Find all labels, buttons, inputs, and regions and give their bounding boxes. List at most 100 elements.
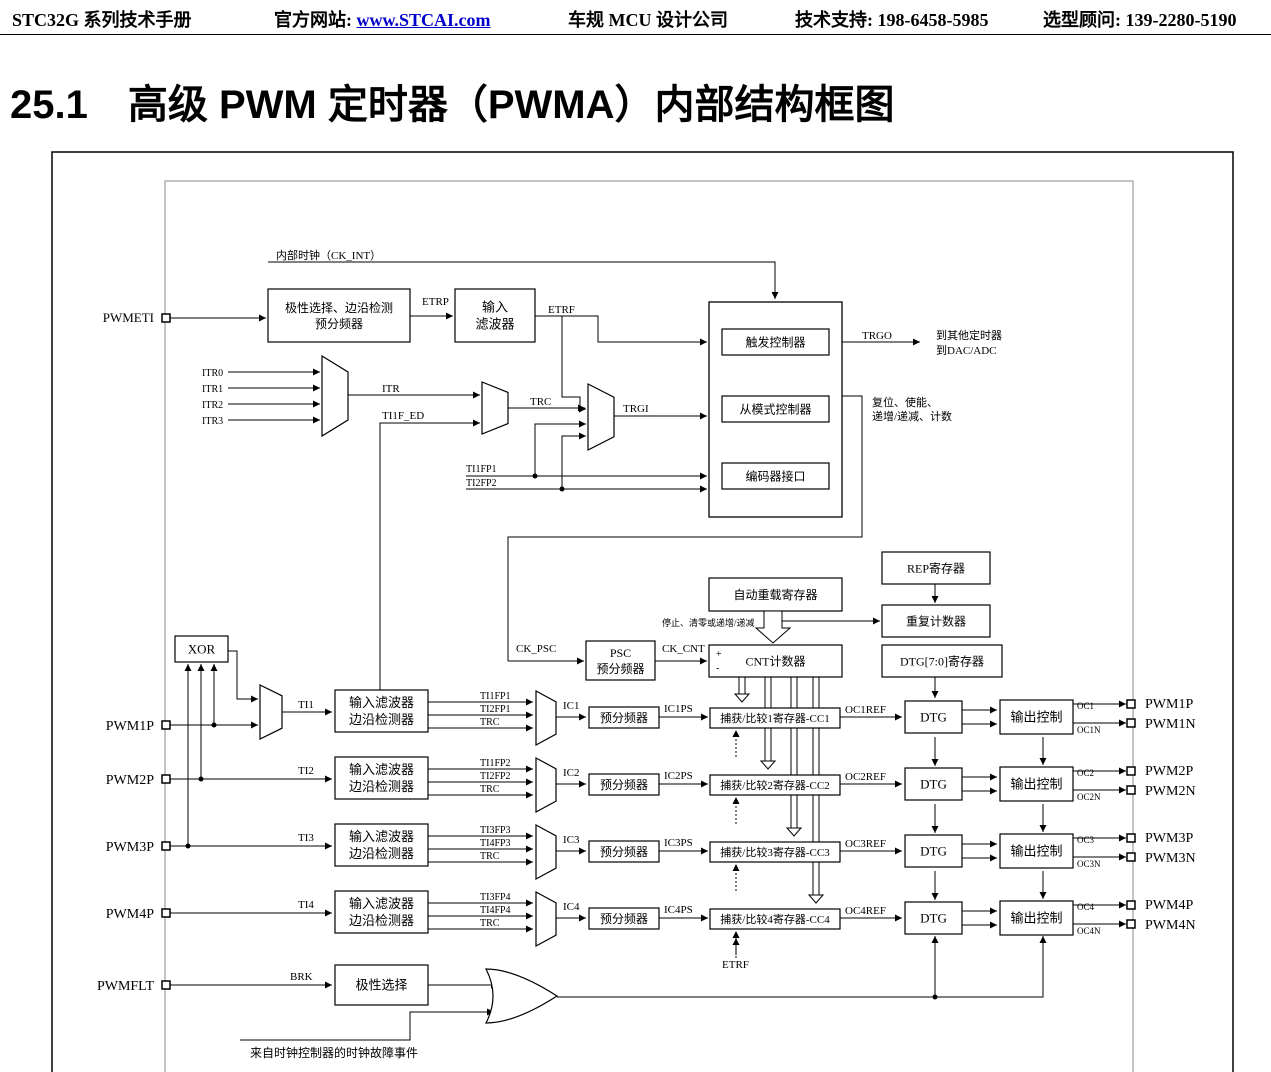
psc-prescaler-block (585, 640, 656, 681)
ck-int-wire (268, 261, 779, 299)
ch-in-label-1-1: TI2FP2 (480, 771, 511, 782)
dtg-register-block-text: DTG[7:0]寄存器 (900, 653, 984, 668)
output-control-block-3-text: 输出控制 (1010, 844, 1062, 859)
etrf-label: ETRF (548, 304, 575, 316)
ic-prescaler-4-text: 预分频器 (600, 912, 648, 926)
ic-prescaler-3-text: 预分频器 (600, 845, 648, 859)
pwm2p-out-label: PWM2P (1145, 764, 1193, 779)
input-filter-block-text: 输入 (482, 300, 508, 315)
ti1f-ed-wire (379, 419, 480, 702)
junction-dot (932, 994, 938, 1000)
outer-frame (51, 151, 1234, 1072)
dtg-block-2-text: DTG (920, 777, 947, 792)
itr-label-3: ITR3 (202, 416, 223, 427)
polarity-edge-prescaler-block (267, 288, 411, 343)
capture-compare-register-2-text: 捕获/比较2寄存器-CC2 (720, 778, 829, 792)
ic-prescaler-3 (588, 840, 660, 863)
ocref-label-3: OC4REF (845, 905, 886, 917)
pwm1n-out-pin (1126, 718, 1136, 728)
input-filter-edge-detector-4 (334, 890, 429, 934)
ic-mux-3 (535, 823, 557, 881)
psc-prescaler-block-text: 预分频器 (596, 662, 644, 676)
pwm2p-in-label: PWM2P (106, 773, 154, 788)
pwm4p-in-label: PWM4P (106, 907, 154, 922)
rep-register-block-text: REP寄存器 (907, 560, 965, 575)
pwm1p-out-pin (1126, 699, 1136, 709)
page-header: STC32G 系列技术手册 官方网站: www.STCAI.com 车规 MCU… (0, 0, 1271, 35)
polarity-edge-prescaler-block-text: 预分频器 (315, 317, 363, 331)
pwm4p-out-label: PWM4P (1145, 898, 1193, 913)
ocn-label-2: OC3N (1077, 859, 1101, 869)
cc-bus-head-0 (733, 693, 751, 703)
encoder-interface-block-text: 编码器接口 (745, 468, 805, 483)
ic-label-0: IC1 (563, 700, 580, 712)
repetition-counter-block (881, 604, 991, 638)
input-filter-edge-detector-2-text: 输入滤波器 (349, 762, 414, 777)
ocref-label-2: OC3REF (845, 838, 886, 850)
icps-label-1: IC2PS (664, 770, 693, 782)
capture-compare-register-3-text: 捕获/比较3寄存器-CC3 (720, 845, 830, 859)
etrf-bottom-label: ETRF (722, 959, 749, 971)
ti1fp1-label: TI1FP1 (466, 464, 497, 475)
dtg-block-1-text: DTG (920, 710, 947, 725)
trgi-mux (587, 383, 615, 451)
input-filter-edge-detector-1 (334, 689, 429, 733)
itr-mux (321, 354, 349, 438)
clock-fault-label: 来自时钟控制器的时钟故障事件 (250, 1045, 418, 1060)
site-link[interactable]: www.STCAI.com (356, 10, 491, 30)
trgo-label: TRGO (862, 330, 892, 342)
ch-in-label-0-2: TRC (480, 717, 500, 728)
pwm4n-out-pin (1126, 919, 1136, 929)
dtg-block-2 (904, 767, 963, 801)
ocn-label-0: OC1N (1077, 725, 1101, 735)
pwm4p-out-pin (1126, 900, 1136, 910)
manual-title: STC32G 系列技术手册 (12, 10, 192, 30)
support-phone: 技术支持: 198-6458-5985 (795, 10, 989, 30)
itr-label-2: ITR2 (202, 400, 223, 411)
pwm4p-in-pin (161, 908, 171, 918)
pwm2p-out-pin (1126, 766, 1136, 776)
dtg-block-3-text: DTG (920, 844, 947, 859)
pwm3p-in-label: PWM3P (106, 840, 154, 855)
brk-polarity-block-text: 极性选择 (355, 978, 407, 993)
ic-prescaler-1 (588, 706, 660, 729)
company-tagline: 车规 MCU 设计公司 (568, 10, 728, 30)
ti2fp2-to-trgi (561, 432, 586, 489)
section-title: 高级 PWM 定时器（PWMA）内部结构框图 (127, 83, 895, 127)
pwm3p-in-pin (161, 841, 171, 851)
cc-bus-head-1 (759, 760, 777, 770)
pwmeti-pin (161, 313, 171, 323)
xor-block (174, 635, 229, 663)
cc-bus-head-2 (785, 827, 803, 837)
junction-dot (198, 776, 204, 782)
trgo-dest-1: 到其他定时器 (936, 328, 1002, 342)
junction-dot (532, 473, 538, 479)
dtg-block-3 (904, 834, 963, 868)
oc-label-0: OC1 (1077, 701, 1094, 711)
capture-compare-register-1 (709, 707, 841, 729)
ic-label-2: IC3 (563, 834, 580, 846)
ti-label-0: TI1 (298, 699, 314, 711)
auto-reload-register-block-text: 自动重载寄存器 (733, 587, 817, 602)
input-filter-edge-detector-3-text: 输入滤波器 (349, 829, 414, 844)
ch-in-label-3-2: TRC (480, 918, 500, 929)
itr-out-label: ITR (382, 383, 400, 395)
capture-compare-register-4-text: 捕获/比较4寄存器-CC4 (720, 912, 830, 926)
icps-label-2: IC3PS (664, 837, 693, 849)
ck-int-label: 内部时钟（CK_INT） (276, 248, 381, 262)
trgo-dest-2: 到DAC/ADC (936, 344, 997, 357)
encoder-interface-block (721, 462, 830, 490)
pwm3p-out-pin (1126, 833, 1136, 843)
ocn-label-3: OC4N (1077, 926, 1101, 936)
output-control-block-4-text: 输出控制 (1010, 911, 1062, 926)
pwm1n-out-label: PWM1N (1145, 717, 1196, 732)
junction-dot (559, 486, 565, 492)
input-filter-edge-detector-2 (334, 756, 429, 800)
pwmflt-label: PWMFLT (97, 979, 155, 994)
itr-label-1: ITR1 (202, 384, 223, 395)
ic-label-1: IC2 (563, 767, 580, 779)
oc-label-1: OC2 (1077, 768, 1094, 778)
pwm3n-out-label: PWM3N (1145, 851, 1196, 866)
clock-fault-wire (240, 1008, 494, 1041)
